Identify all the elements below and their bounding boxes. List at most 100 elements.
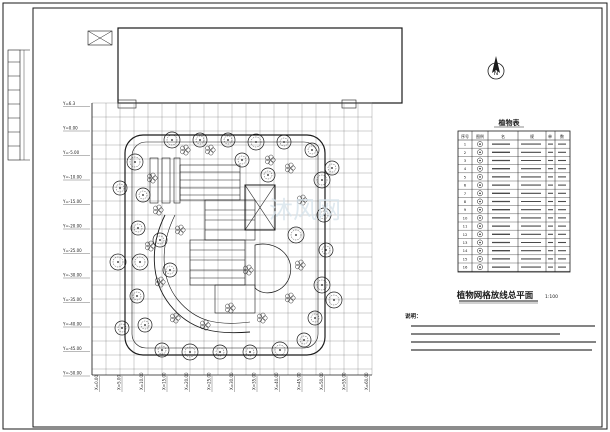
- tree-icon: [313, 171, 331, 189]
- north-label: N: [494, 70, 499, 77]
- tree-icon: [271, 341, 289, 359]
- x-label: X=15.00: [162, 372, 167, 390]
- tree-icon: [220, 132, 236, 148]
- tree-icon: [313, 276, 331, 294]
- y-label: Y=-25.00: [62, 248, 82, 253]
- x-label: X=10.00: [139, 372, 144, 390]
- notes-lines: [411, 325, 596, 351]
- garden-path-edge: [163, 214, 251, 324]
- legend-symbol-icon: [477, 215, 483, 221]
- tree-icon: [318, 242, 334, 258]
- shrub-icon: [295, 260, 301, 266]
- tree-symbols: [109, 131, 343, 361]
- shrub-icon: [285, 167, 291, 173]
- legend-symbol-icon: [477, 256, 483, 262]
- shrub-icon: [148, 246, 154, 252]
- shrub-icon: [200, 320, 206, 326]
- y-label: Y=-10.00: [62, 175, 82, 180]
- tree-icon: [234, 152, 250, 168]
- legend-symbol-icon: [477, 198, 483, 205]
- shrub-icon: [150, 172, 156, 178]
- shrub-icon: [228, 308, 234, 314]
- x-label: X=35.00: [252, 372, 257, 390]
- shrub-icon: [285, 163, 291, 169]
- shrub-icon: [295, 264, 301, 270]
- shrub-icon: [257, 317, 263, 323]
- tree-icon: [304, 142, 320, 158]
- central-paving: [149, 157, 276, 314]
- table-row-number: 12: [463, 232, 468, 237]
- pond-outline: [254, 243, 292, 294]
- drawing-title-block: 植物网格放线总平面 1:100: [456, 290, 558, 304]
- y-label: Y=-20.00: [62, 224, 82, 229]
- tree-icon: [154, 342, 170, 358]
- shrub-icon: [208, 150, 214, 156]
- shrub-icon: [243, 269, 249, 275]
- legend-symbol-icon: [477, 157, 483, 164]
- tree-icon: [109, 253, 127, 271]
- shrub-icon: [225, 303, 231, 309]
- tree-icon: [212, 344, 228, 360]
- tree-icon: [247, 133, 265, 151]
- shrub-icon: [298, 259, 304, 265]
- shrub-icon: [268, 154, 274, 160]
- shrub-icon: [288, 298, 294, 304]
- table-header: 数: [560, 133, 564, 139]
- table-header: 规: [530, 133, 534, 139]
- shrub-icon: [265, 159, 271, 165]
- y-coordinate-labels: Y=6.3Y=0.00Y=-5.00Y=-10.00Y=-15.00Y=-20.…: [62, 101, 90, 377]
- site-boundary: [124, 134, 326, 356]
- tree-icon: [137, 317, 153, 333]
- shrub-icon: [300, 200, 306, 206]
- y-label: Y=-5.00: [62, 150, 80, 155]
- table-header: 图例: [476, 133, 484, 139]
- shrub-icon: [145, 241, 151, 247]
- legend-symbol-icon: [477, 141, 483, 147]
- shrub-icon: [203, 325, 209, 331]
- table-row-number: 13: [463, 240, 468, 245]
- tree-icon: [316, 207, 332, 223]
- legend-symbol-icon: [477, 264, 483, 270]
- shrub-icon: [288, 168, 294, 174]
- shrub-icon: [180, 145, 186, 151]
- shrub-icon: [155, 277, 161, 283]
- y-label: Y=-40.00: [62, 322, 82, 327]
- legend-symbol-icon: [477, 190, 483, 197]
- table-row-number: 8: [464, 199, 467, 204]
- table-row-number: 3: [464, 158, 467, 163]
- x-label: X=40.00: [274, 372, 279, 390]
- shrub-icon: [257, 313, 263, 319]
- notes: 说明：: [405, 312, 596, 351]
- shrub-icon: [260, 318, 266, 324]
- x-label: X=0.00: [94, 375, 99, 390]
- table-row-number: 2: [464, 150, 467, 155]
- shrub-icon: [150, 178, 156, 184]
- table-row-number: 7: [464, 191, 467, 196]
- shrub-icon: [297, 199, 303, 205]
- watermark: 沐风网: [269, 196, 341, 224]
- layout-grid: [91, 102, 373, 376]
- shrub-icon: [147, 177, 153, 183]
- binding-strip: [7, 49, 30, 161]
- x-label: X=45.00: [297, 372, 302, 390]
- table-title: 植物表: [498, 118, 521, 127]
- tree-icon: [325, 291, 343, 309]
- inner-frame: [32, 7, 603, 428]
- table-row-number: 16: [463, 265, 468, 270]
- north-arrow: N: [487, 56, 505, 80]
- shrub-icon: [200, 324, 206, 330]
- shrub-icon: [205, 149, 211, 155]
- tree-icon: [162, 262, 178, 278]
- shrub-icon: [180, 149, 186, 155]
- shrub-icon: [170, 317, 176, 323]
- shrub-icon: [285, 297, 291, 303]
- table-row-number: 4: [464, 166, 467, 171]
- tree-icon: [114, 320, 130, 336]
- shrub-icon: [297, 195, 303, 201]
- drawing-title: 植物网格放线总平面: [456, 290, 534, 301]
- shrub-icon: [246, 264, 252, 270]
- tree-icon: [260, 167, 276, 183]
- y-label: Y=-15.00: [62, 199, 82, 204]
